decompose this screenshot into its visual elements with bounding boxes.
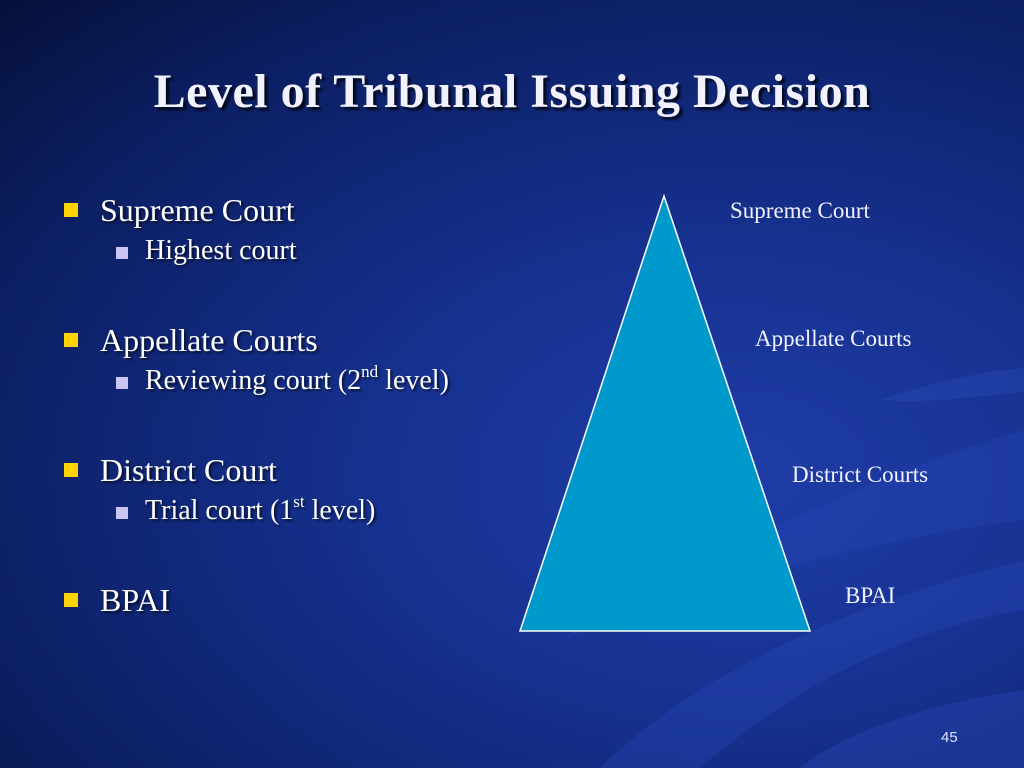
sub-bullet-text: Reviewing court (2	[145, 365, 362, 396]
pyramid-label-bpai: BPAI	[845, 583, 896, 608]
square-bullet-icon	[64, 593, 78, 607]
sub-bullet-trial-court: Trial court (1st level)	[62, 491, 532, 528]
pyramid-triangle	[518, 193, 812, 632]
sub-bullet-text-after: level)	[378, 365, 449, 396]
bullet-label: Appellate Courts	[100, 322, 318, 358]
pyramid-label-appellate-courts: Appellate Courts	[755, 326, 912, 351]
square-bullet-icon	[116, 377, 128, 389]
bullet-group-supreme: Supreme Court Highest court	[62, 190, 532, 268]
sub-bullet-text: Highest court	[145, 235, 297, 266]
bullet-label: District Court	[100, 452, 277, 488]
bullet-label: Supreme Court	[100, 192, 295, 228]
square-bullet-icon	[116, 247, 128, 259]
square-bullet-icon	[116, 507, 128, 519]
bullet-group-bpai: BPAI	[62, 580, 532, 620]
bullet-group-appellate: Appellate Courts Reviewing court (2nd le…	[62, 320, 532, 398]
sub-bullet-reviewing-court: Reviewing court (2nd level)	[62, 361, 532, 398]
superscript: st	[293, 491, 305, 511]
pyramid-label-supreme-court: Supreme Court	[730, 198, 870, 223]
sub-bullet-highest-court: Highest court	[62, 234, 532, 268]
bullet-item-district-court: District Court	[62, 450, 532, 490]
sub-bullet-text-after: level)	[304, 495, 376, 526]
sub-bullet-text: Trial court (1	[145, 495, 294, 526]
superscript: nd	[361, 361, 379, 381]
bullet-group-district: District Court Trial court (1st level)	[62, 450, 532, 528]
bullet-list: Supreme Court Highest court Appellate Co…	[62, 190, 532, 624]
pyramid-label-district-courts: District Courts	[792, 462, 929, 487]
bullet-item-supreme-court: Supreme Court	[62, 190, 532, 230]
square-bullet-icon	[64, 463, 78, 477]
bullet-item-appellate-courts: Appellate Courts	[62, 320, 532, 360]
square-bullet-icon	[64, 333, 78, 347]
square-bullet-icon	[64, 203, 78, 217]
slide-number: 45	[941, 729, 958, 746]
slide-title: Level of Tribunal Issuing Decision	[153, 65, 871, 118]
bullet-item-bpai: BPAI	[62, 580, 532, 620]
bullet-label: BPAI	[100, 582, 170, 618]
